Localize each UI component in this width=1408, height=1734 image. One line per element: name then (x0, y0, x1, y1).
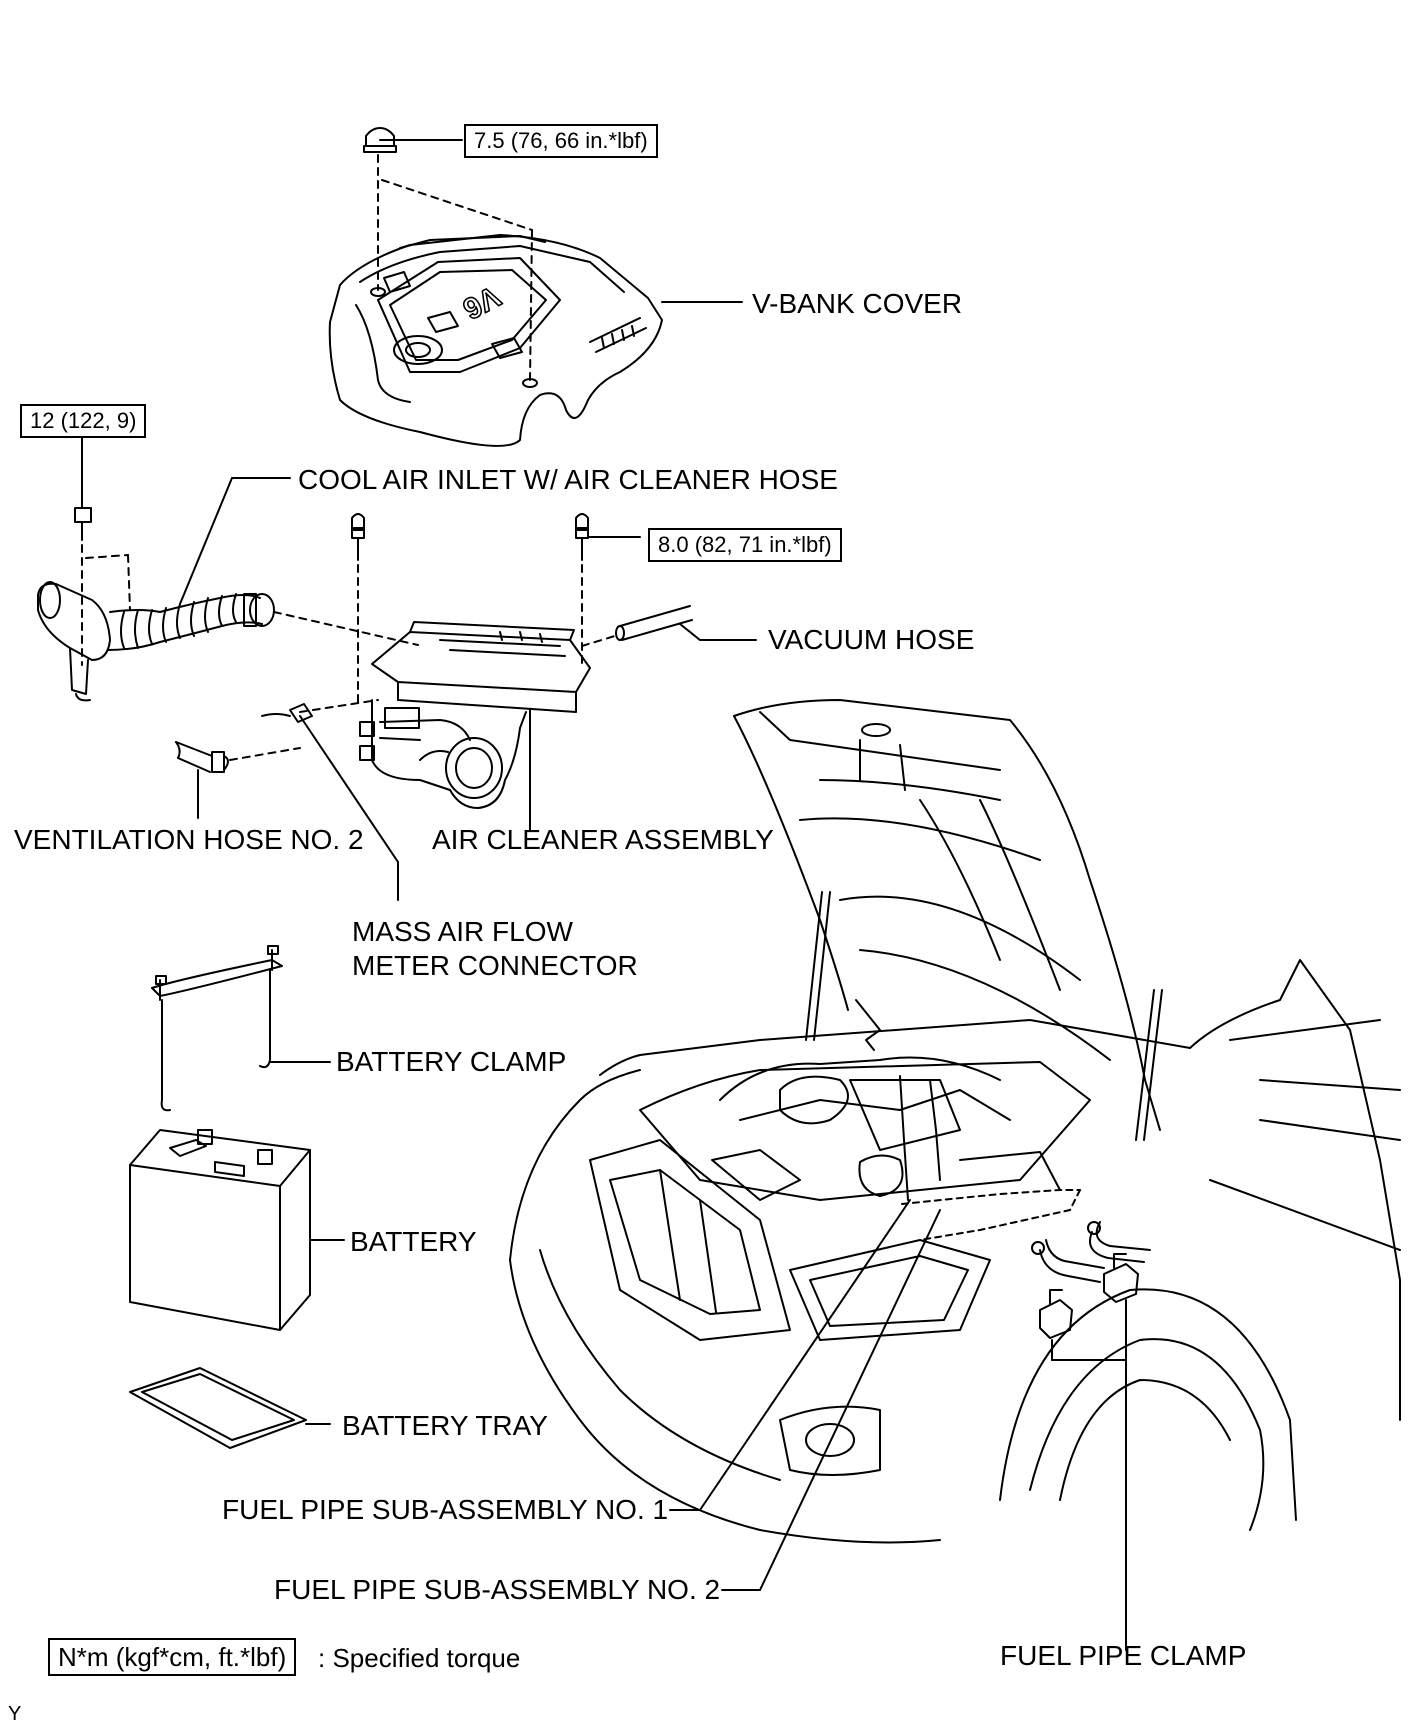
air-cleaner-assembly (360, 622, 590, 830)
v6-marking: V6 (457, 279, 505, 325)
label-air-cleaner-assembly: AIR CLEANER ASSEMBLY (432, 824, 774, 855)
legend-torque-unit: N*m (kgf*cm, ft.*lbf) (48, 1638, 297, 1676)
air-cleaner-bolts (352, 514, 640, 560)
vbank-cover-dashed-leaders (378, 155, 532, 380)
label-fuel-pipe-2: FUEL PIPE SUB-ASSEMBLY NO. 2 (274, 1574, 721, 1605)
label-maf-connector-line2: METER CONNECTOR (352, 950, 638, 981)
cool-air-inlet-dashed-leaders (82, 545, 418, 665)
label-battery-tray: BATTERY TRAY (342, 1410, 548, 1441)
cool-air-inlet-bolt (75, 432, 91, 540)
cool-air-inlet-hose (38, 478, 290, 700)
battery (130, 1130, 344, 1330)
vbank-cover-nut (364, 128, 462, 152)
torque-spec-cool-air-inlet: 12 (122, 9) (20, 404, 147, 438)
label-fuel-pipe-1: FUEL PIPE SUB-ASSEMBLY NO. 1 (222, 1494, 669, 1525)
label-vbank-cover: V-BANK COVER (752, 288, 963, 319)
label-cool-air-inlet: COOL AIR INLET W/ AIR CLEANER HOSE (298, 464, 838, 495)
label-battery-clamp: BATTERY CLAMP (336, 1046, 567, 1077)
label-ventilation-hose: VENTILATION HOSE NO. 2 (14, 824, 364, 855)
ventilation-hose-no2 (176, 742, 228, 818)
maf-connector (262, 704, 398, 900)
label-fuel-pipe-clamp: FUEL PIPE CLAMP (1000, 1640, 1247, 1671)
vbank-cover: V6 (330, 235, 742, 446)
vacuum-hose (616, 606, 756, 640)
torque-spec-air-cleaner: 8.0 (82, 71 in.*lbf) (648, 528, 842, 562)
label-battery: BATTERY (350, 1226, 477, 1257)
label-maf-connector-line1: MASS AIR FLOW (352, 916, 573, 947)
battery-clamp (152, 946, 330, 1110)
battery-tray (130, 1368, 330, 1448)
vehicle-open-hood (510, 700, 1400, 1650)
corner-mark: Y (8, 1703, 22, 1725)
torque-spec-vbank-cover: 7.5 (76, 66 in.*lbf) (464, 124, 658, 158)
air-cleaner-dashed-leaders (230, 565, 618, 760)
label-vacuum-hose: VACUUM HOSE (768, 624, 975, 655)
legend-description: : Specified torque (318, 1643, 521, 1673)
